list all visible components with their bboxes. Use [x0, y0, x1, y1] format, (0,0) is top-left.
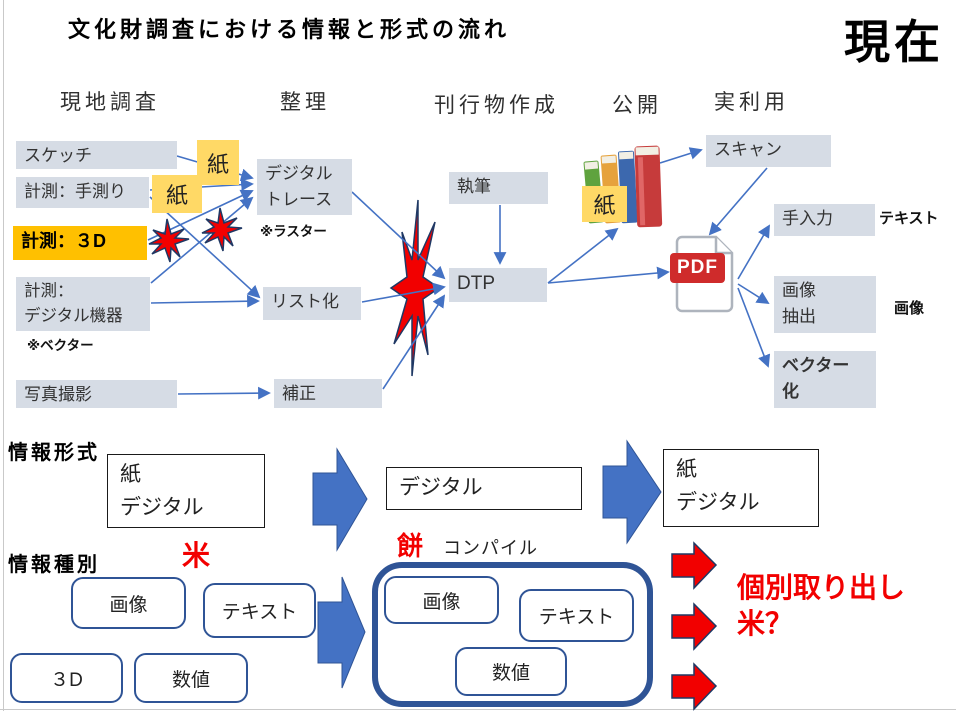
stage-field-survey: 現地調査 — [60, 91, 160, 114]
format-box-right: 紙 デジタル — [663, 449, 819, 527]
stage-practical-use: 実利用 — [714, 91, 789, 114]
label-text-output: テキスト — [879, 210, 939, 227]
connector-dtp-pdf — [547, 266, 670, 284]
connector-scan-pdf — [708, 167, 768, 236]
node-measure-digital: 計測： デジタル機器 — [16, 277, 150, 331]
compiled-bundle: 画像 テキスト 数値 — [372, 562, 653, 707]
connector-digital-listing — [150, 294, 260, 308]
explosion-small-1 — [148, 218, 190, 263]
type-item-value: 数値 — [134, 653, 248, 703]
node-correction: 補正 — [274, 379, 382, 408]
block-arrow-format-2 — [602, 439, 662, 545]
block-arrow-type — [317, 576, 366, 689]
era-label: 現在 — [844, 16, 944, 68]
label-extract-note: 個別取り出し 米？ — [737, 572, 906, 640]
slide-bottom-edge — [0, 709, 956, 710]
bundle-item-text: テキスト — [519, 589, 634, 642]
slide-left-edge — [3, 0, 4, 711]
page-title: 文化財調査における情報と形式の流れ — [68, 17, 511, 42]
node-image-extract: 画像 抽出 — [774, 276, 876, 333]
pdf-badge: PDF — [670, 253, 725, 283]
node-listing: リスト化 — [263, 287, 361, 320]
type-item-3d: ３D — [10, 653, 123, 703]
node-manual-input: 手入力 — [774, 204, 875, 236]
paper-tag-3: 紙 — [582, 186, 627, 222]
note-vector: ※ベクター — [27, 338, 94, 353]
label-compile: コンパイル — [443, 538, 538, 558]
stage-publication: 刊行物作成 — [434, 94, 559, 117]
type-item-text: テキスト — [203, 583, 316, 638]
connector-photo-correction — [177, 386, 271, 400]
stage-release: 公開 — [612, 94, 662, 117]
label-mochi: 餅 — [397, 531, 424, 561]
note-raster: ※ラスター — [260, 224, 327, 239]
paper-tag-2: 紙 — [152, 175, 202, 213]
label-rice: 米 — [182, 540, 211, 571]
connector-dtp-paper — [547, 227, 619, 284]
format-box-middle: デジタル — [386, 467, 582, 510]
connector-pdf-vectorize — [737, 287, 771, 368]
node-writing: 執筆 — [449, 172, 548, 204]
red-arrow-2 — [671, 602, 718, 651]
node-sketch: スケッチ — [16, 141, 177, 169]
connector-pdf-manual — [737, 224, 770, 280]
node-scan: スキャン — [706, 135, 831, 167]
explosion-large-icon — [389, 199, 441, 377]
format-box-left: 紙 デジタル — [107, 454, 265, 528]
node-vectorize: ベクター 化 — [774, 351, 876, 408]
bundle-item-value: 数値 — [455, 647, 567, 696]
stage-organize: 整理 — [280, 91, 330, 114]
connector-books-scan — [659, 147, 703, 164]
label-image-output: 画像 — [894, 300, 925, 317]
section-info-type: 情報種別 — [8, 554, 100, 576]
connector-correction-dtp — [382, 294, 446, 390]
bundle-item-image: 画像 — [384, 576, 499, 624]
block-arrow-format-1 — [312, 447, 368, 552]
node-measure-hand: 計測：手測り — [16, 177, 149, 208]
red-arrow-1 — [671, 541, 718, 590]
connector-trace-dtp — [351, 191, 446, 280]
connector-pdf-extract — [737, 283, 770, 305]
node-dtp: DTP — [449, 268, 547, 302]
connector-listing-dtp — [361, 282, 446, 303]
node-photo: 写真撮影 — [16, 380, 177, 408]
node-measure-3d: 計測：３D — [13, 226, 147, 260]
section-info-format: 情報形式 — [8, 442, 100, 464]
type-item-image: 画像 — [71, 577, 186, 629]
explosion-small-2 — [201, 207, 243, 252]
node-digital-trace: デジタル トレース — [257, 159, 352, 215]
paper-tag-1: 紙 — [197, 140, 239, 185]
red-arrow-3 — [671, 662, 718, 711]
